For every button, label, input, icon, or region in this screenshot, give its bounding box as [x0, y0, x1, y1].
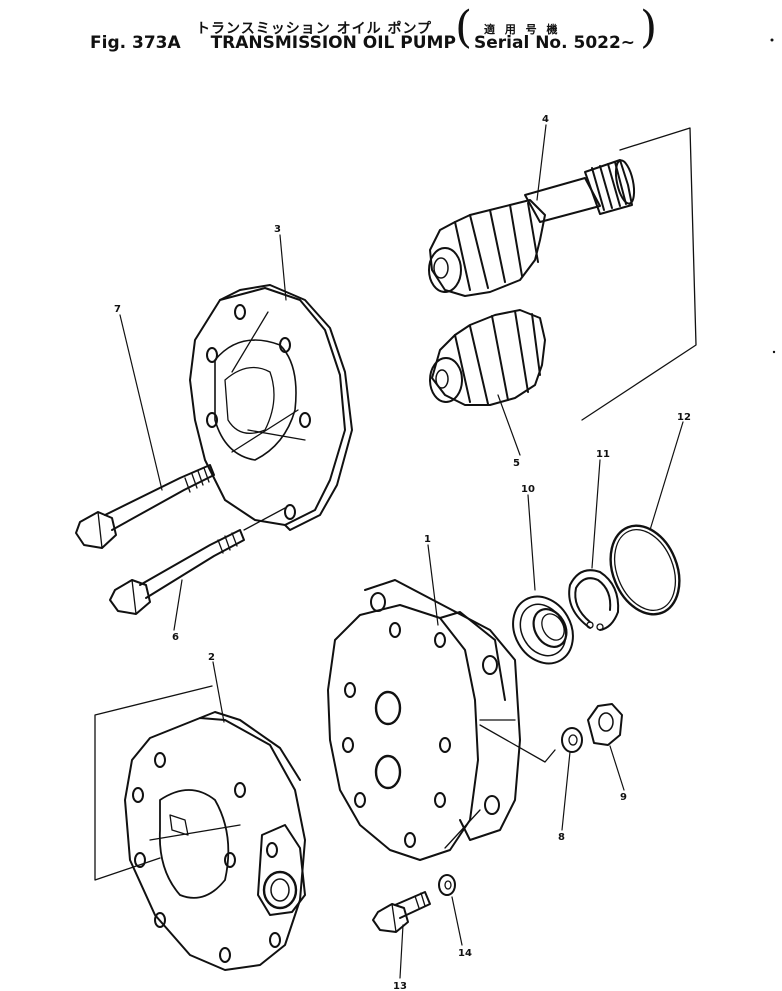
callout-10: 10 — [521, 484, 535, 495]
part-title: TRANSMISSION OIL PUMP — [210, 33, 456, 53]
callout-13: 13 — [393, 981, 407, 991]
part-8-lock-washer — [561, 727, 583, 753]
part-2-pump-case — [124, 711, 306, 971]
close-parenthesis: ) — [640, 2, 658, 53]
part-11-snap-ring — [568, 569, 620, 631]
page-speck — [772, 350, 776, 354]
page-speck — [770, 38, 774, 42]
callout-14: 14 — [458, 948, 472, 959]
part-14-washer — [438, 874, 456, 896]
callout-6: 6 — [172, 632, 179, 643]
callout-3: 3 — [274, 224, 281, 235]
serial-number-range: Serial No. 5022~ — [474, 33, 636, 53]
callout-9: 9 — [620, 792, 627, 803]
part-1-pump-body — [327, 579, 556, 861]
callout-2: 2 — [208, 652, 215, 663]
callout-numbers: 1 2 3 4 5 6 7 8 9 10 11 12 13 14 — [114, 114, 691, 991]
serial-japanese: 適 用 号 機 — [484, 23, 561, 36]
leader-lines — [119, 124, 684, 979]
callout-5: 5 — [513, 458, 520, 469]
callout-1: 1 — [424, 534, 431, 545]
callout-12: 12 — [677, 412, 691, 423]
part-6-short-bolt — [109, 507, 286, 615]
part-13-bolt — [372, 891, 431, 933]
title-english: Fig. 373A TRANSMISSION OIL PUMP — [90, 33, 456, 53]
part-12-o-ring — [609, 524, 681, 616]
callout-7: 7 — [114, 304, 121, 315]
part-4-drive-gear-shaft — [428, 159, 636, 297]
callout-8: 8 — [558, 832, 565, 843]
part-3-pump-cover — [189, 284, 353, 531]
title-japanese: トランスミッション オイル ポンプ — [196, 21, 433, 37]
callout-11: 11 — [596, 449, 610, 460]
part-7-long-bolt — [75, 409, 299, 549]
figure-number: Fig. 373A — [90, 33, 181, 53]
callout-4: 4 — [542, 114, 549, 125]
part-9-nut — [587, 703, 623, 746]
part-5-driven-gear — [429, 309, 546, 406]
open-parenthesis: ( — [455, 2, 473, 53]
part-10-oil-seal — [512, 595, 574, 665]
